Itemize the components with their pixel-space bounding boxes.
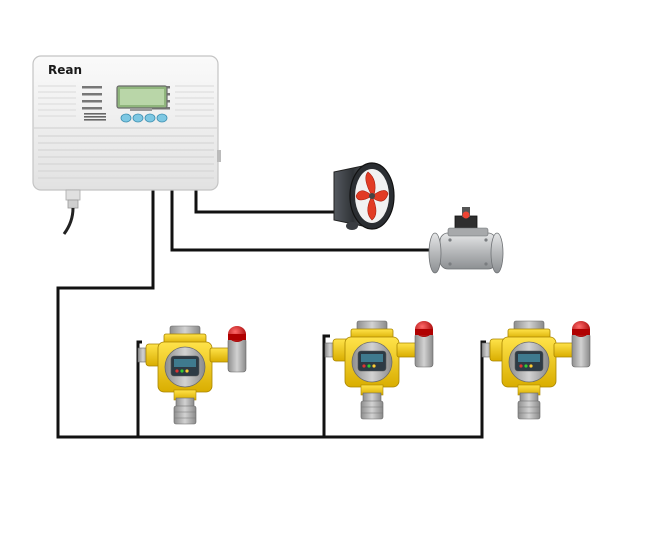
cable-gland bbox=[62, 189, 81, 235]
solenoid-valve bbox=[428, 207, 504, 274]
axial-fan bbox=[333, 162, 395, 230]
gas-detector-1 bbox=[137, 325, 247, 425]
fan-blades-icon bbox=[355, 171, 389, 221]
fan-wire bbox=[194, 190, 345, 214]
detector-1-wire bbox=[136, 340, 142, 437]
detector-bus-wire bbox=[56, 190, 486, 439]
key-2 bbox=[132, 113, 144, 123]
detector-2-wire bbox=[322, 334, 330, 437]
gas-alarm-controller: Rean bbox=[32, 55, 221, 235]
gas-detector-2 bbox=[324, 320, 434, 420]
valve-wire bbox=[170, 190, 433, 252]
key-4 bbox=[156, 113, 168, 123]
speaker-grille bbox=[84, 113, 106, 121]
key-3 bbox=[144, 113, 156, 123]
valve-indicator-icon bbox=[462, 211, 470, 219]
keypad bbox=[120, 113, 168, 123]
key-1 bbox=[120, 113, 132, 123]
controller-brand-label: Rean bbox=[48, 63, 82, 77]
gas-detector-3 bbox=[481, 320, 591, 420]
wiring bbox=[56, 190, 486, 439]
